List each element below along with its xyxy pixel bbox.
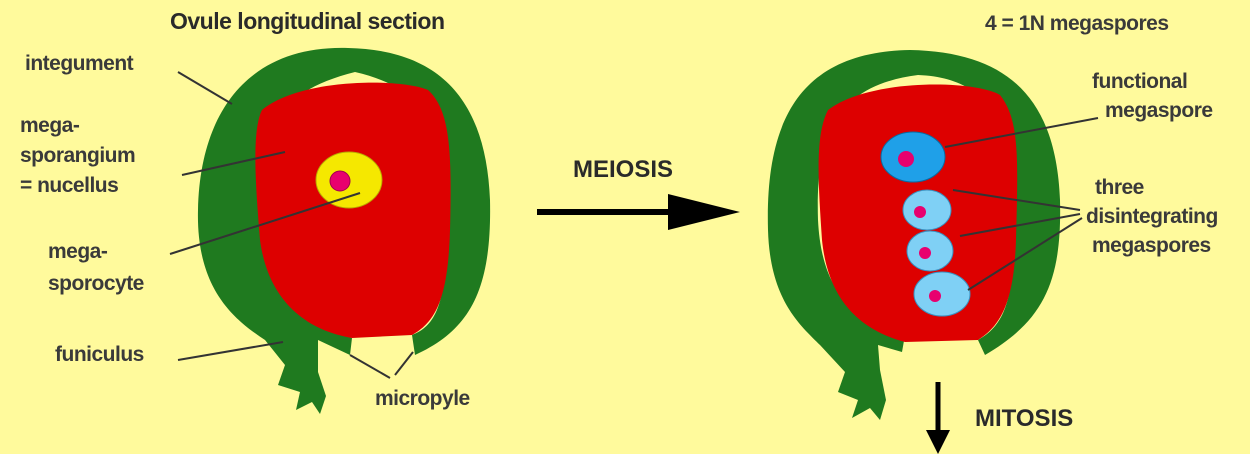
megasporocyte-nucleus [330, 171, 350, 191]
three-disintegrating-label-3: megaspores [1092, 234, 1211, 258]
integument-label: integument [25, 52, 133, 76]
mitosis-arrow [926, 382, 950, 454]
disintegrating-nucleus-2 [919, 247, 931, 259]
disintegrating-nucleus-3 [929, 290, 941, 302]
left-nucellus [255, 83, 450, 338]
functional-megaspore-label-1: functional [1092, 70, 1187, 94]
funiculus-label: funiculus [55, 343, 144, 367]
meiosis-label: MEIOSIS [573, 158, 673, 182]
micropyle-label: micropyle [375, 387, 470, 411]
megaspore-count-label: 4 = 1N megaspores [985, 12, 1169, 36]
meiosis-arrow [537, 194, 740, 230]
megasporocyte-label-1: mega- [48, 240, 107, 264]
right-ovule [768, 50, 1060, 420]
three-disintegrating-label-1: three [1095, 176, 1144, 200]
functional-megaspore-nucleus [898, 151, 914, 167]
megasporangium-label-2: sporangium [20, 144, 135, 168]
megasporangium-label-1: mega- [20, 114, 79, 138]
disintegrating-megaspore-3 [914, 272, 970, 316]
diagram-title: Ovule longitudinal section [170, 9, 445, 33]
disintegrating-nucleus-1 [914, 206, 926, 218]
three-disintegrating-label-2: disintegrating [1086, 205, 1218, 229]
megasporocyte-label-2: sporocyte [48, 272, 144, 296]
disintegrating-megaspore-1 [903, 190, 951, 230]
mitosis-label: MITOSIS [975, 407, 1073, 431]
functional-megaspore-label-2: megaspore [1105, 99, 1213, 123]
megasporangium-label-3: = nucellus [20, 174, 118, 198]
